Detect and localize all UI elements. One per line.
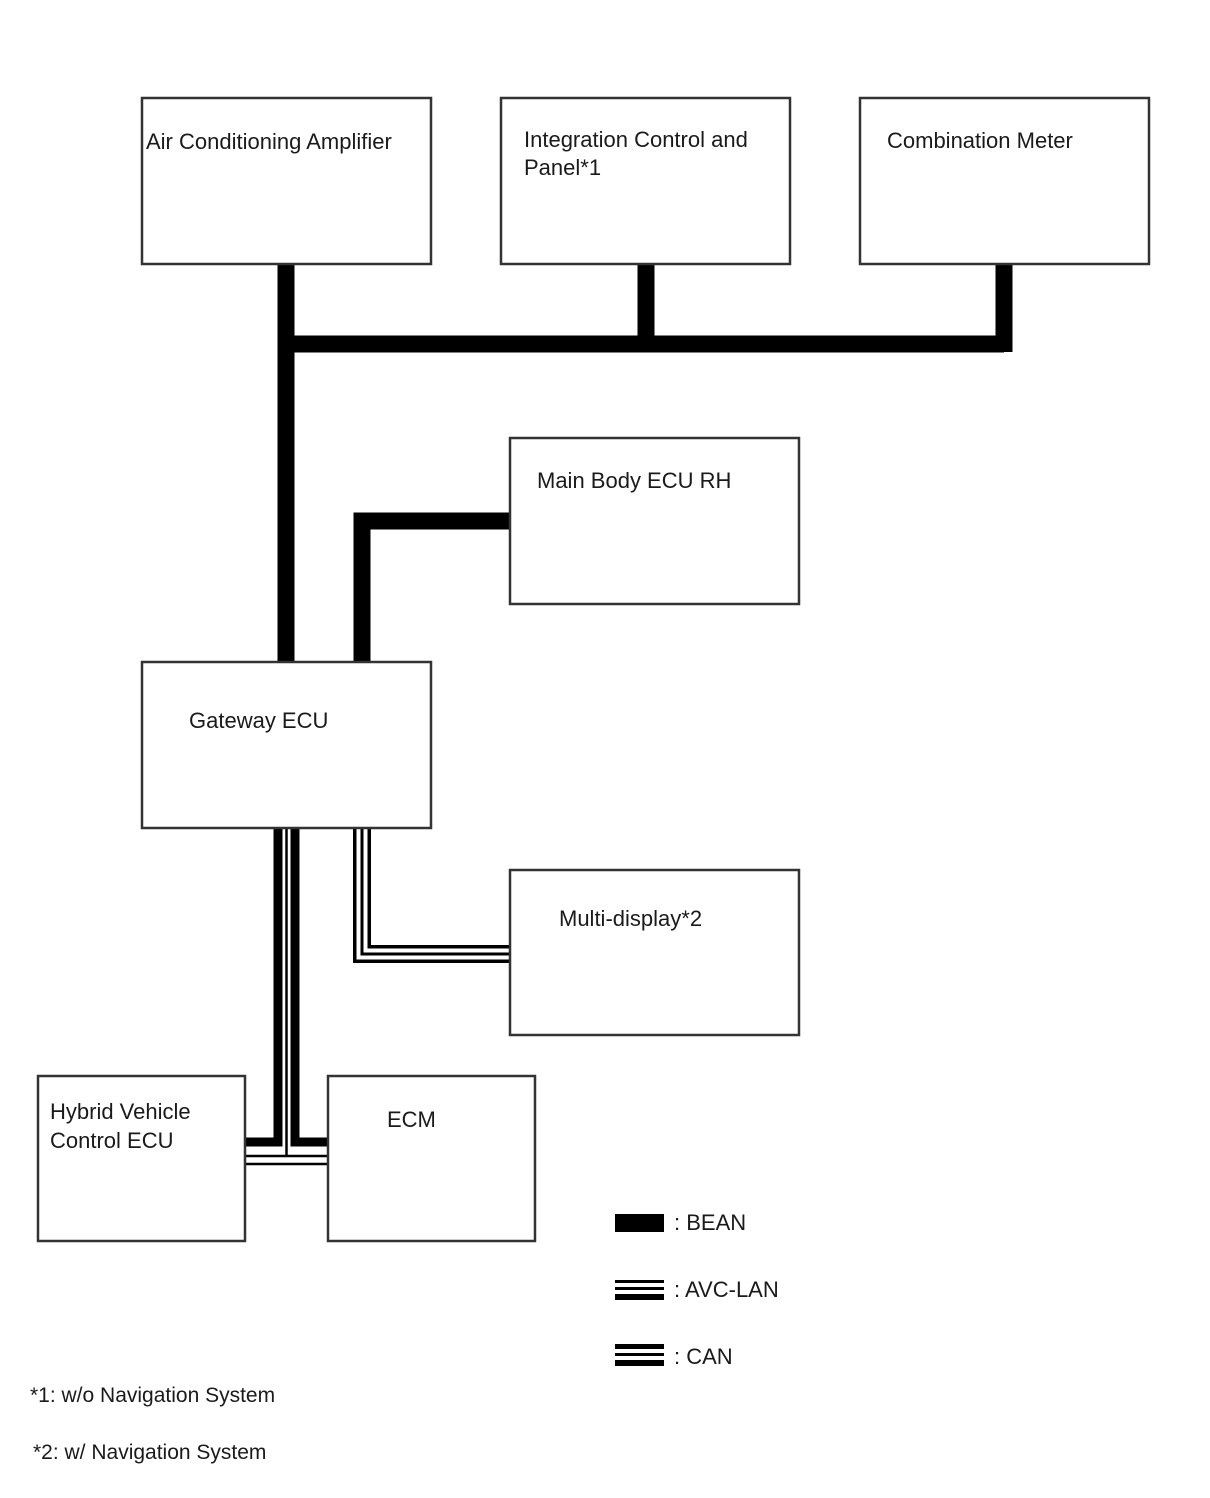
node-ecm: ECM — [326, 1074, 537, 1243]
can-line-hybrid — [245, 828, 283, 1147]
node-gateway-label: Gateway ECU — [189, 708, 328, 733]
bean-line-mainbody — [353, 512, 510, 662]
node-hybrid-label-2: Control ECU — [50, 1128, 173, 1153]
can-lines — [245, 828, 328, 1166]
node-combo-label: Combination Meter — [887, 128, 1073, 153]
node-mainbody-label: Main Body ECU RH — [537, 468, 731, 493]
node-integ-label-1: Integration Control and — [524, 127, 748, 152]
legend-item-can: : CAN — [615, 1344, 733, 1369]
legend-swatch-avc-lan — [615, 1280, 664, 1300]
node-hybrid-label-1: Hybrid Vehicle — [50, 1099, 191, 1124]
can-line-ecm — [290, 828, 328, 1147]
node-combination-meter: Combination Meter — [858, 96, 1151, 266]
node-ac-amp: Air Conditioning Amplifier — [140, 96, 433, 266]
node-main-body-ecu: Main Body ECU RH — [508, 436, 801, 606]
node-ecm-label: ECM — [387, 1107, 436, 1132]
legend-label-can: : CAN — [674, 1344, 733, 1369]
legend-label-avc-lan: : AVC-LAN — [674, 1277, 779, 1302]
avc-lan-line — [353, 828, 510, 963]
bean-bus — [277, 264, 1013, 662]
legend-label-bean: : BEAN — [674, 1210, 746, 1235]
legend-swatch-can — [615, 1344, 664, 1366]
node-ac-amp-label: Air Conditioning Amplifier — [146, 129, 392, 154]
node-hybrid-vehicle-ecu: Hybrid Vehicle Control ECU — [36, 1074, 247, 1243]
node-integration-control: Integration Control and Panel*1 — [499, 96, 792, 266]
legend-item-bean: : BEAN — [615, 1210, 746, 1235]
legend: : BEAN : AVC-LAN : CAN — [615, 1210, 779, 1369]
node-multi-display: Multi-display*2 — [508, 868, 801, 1037]
node-gateway-ecu: Gateway ECU — [140, 660, 433, 830]
node-multi-label: Multi-display*2 — [559, 906, 702, 931]
node-integ-label-2: Panel*1 — [524, 155, 601, 180]
footnote-1: *1: w/o Navigation System — [30, 1384, 276, 1407]
footnote-2: *2: w/ Navigation System — [33, 1441, 267, 1464]
legend-swatch-bean — [615, 1214, 664, 1232]
legend-item-avc-lan: : AVC-LAN — [615, 1277, 779, 1302]
